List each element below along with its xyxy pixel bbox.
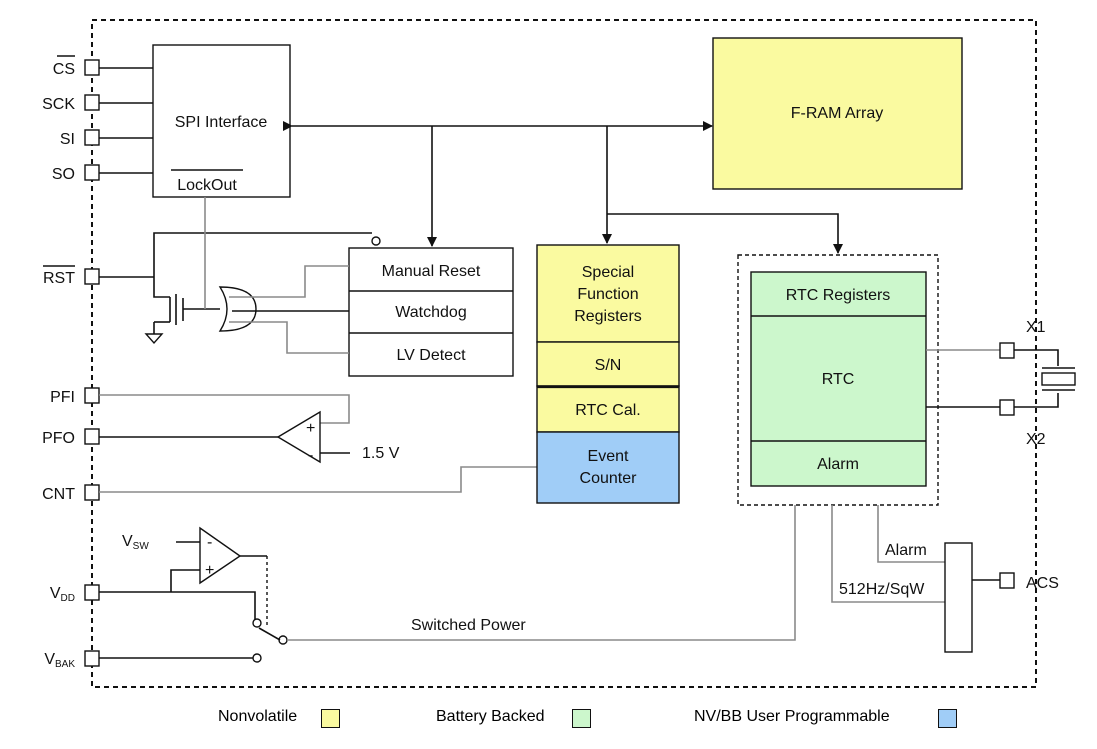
spi-interface-block: SPI Interface LockOut bbox=[152, 44, 291, 198]
manual-reset-label: Manual Reset bbox=[382, 263, 481, 280]
pin-vbak: VBAK bbox=[44, 650, 100, 670]
vsw-comparator-plus: + bbox=[205, 562, 214, 579]
event-counter-label-1: Event bbox=[588, 448, 629, 465]
pin-rst-label: RST bbox=[43, 270, 75, 287]
pin-cnt: CNT bbox=[42, 484, 100, 503]
sn-label: S/N bbox=[595, 357, 622, 374]
fram-array-label: F-RAM Array bbox=[791, 105, 883, 122]
pin-so: SO bbox=[52, 164, 100, 183]
sfr-label-1: Special bbox=[582, 264, 634, 281]
lv-detect-label: LV Detect bbox=[396, 347, 466, 364]
rtc-cal-label: RTC Cal. bbox=[575, 402, 641, 419]
sfr-label-2: Function bbox=[577, 286, 638, 303]
legend-user-programmable-label: NV/BB User Programmable bbox=[694, 708, 890, 725]
sqw-label: 512Hz/SqW bbox=[839, 581, 925, 598]
legend-nonvolatile-swatch bbox=[321, 709, 340, 728]
pin-rst: RST bbox=[43, 265, 100, 287]
pin-si-label: SI bbox=[60, 131, 75, 148]
pin-si: SI bbox=[60, 129, 100, 148]
fram-array-block: F-RAM Array bbox=[712, 37, 963, 190]
pin-so-label: SO bbox=[52, 166, 75, 183]
legend-battery-backed-swatch bbox=[572, 709, 591, 728]
reset-block: Manual Reset Watchdog LV Detect bbox=[348, 247, 514, 377]
pin-cs: CS bbox=[53, 55, 100, 78]
vref-label: 1.5 V bbox=[362, 445, 400, 462]
svg-text:VBAK: VBAK bbox=[44, 651, 75, 670]
vsw-subscript: SW bbox=[133, 541, 150, 552]
crystal-symbol bbox=[1041, 367, 1076, 391]
event-counter-label-2: Counter bbox=[580, 470, 638, 487]
pin-pfi: PFI bbox=[50, 387, 100, 406]
pin-pfo-label: PFO bbox=[42, 430, 75, 447]
pf-comparator-minus: - bbox=[308, 447, 313, 464]
watchdog-label: Watchdog bbox=[395, 304, 466, 321]
vsw-comparator bbox=[199, 526, 242, 585]
legend-battery-backed-label: Battery Backed bbox=[436, 708, 545, 725]
spi-interface-label: SPI Interface bbox=[175, 114, 268, 131]
vsw-label: V bbox=[122, 533, 133, 550]
alarm-label: Alarm bbox=[817, 456, 859, 473]
pin-vdd: VDD bbox=[50, 584, 100, 604]
legend-nonvolatile-label: Nonvolatile bbox=[218, 708, 298, 725]
rtc-block: RTC Registers RTC Alarm bbox=[750, 271, 927, 487]
pin-pfo: PFO bbox=[42, 428, 100, 447]
rtc-label: RTC bbox=[822, 371, 855, 388]
svg-text:VSW: VSW bbox=[122, 533, 149, 552]
vsw-comparator-minus: - bbox=[207, 534, 212, 551]
pin-cnt-label: CNT bbox=[42, 486, 75, 503]
pin-x1-label: X1 bbox=[1026, 319, 1046, 336]
pin-vdd-subscript: DD bbox=[61, 593, 75, 604]
pf-comparator-plus: + bbox=[306, 420, 315, 437]
pin-x2-label: X2 bbox=[1026, 431, 1046, 448]
rtc-group-outline bbox=[737, 254, 939, 506]
sfr-stack: Special Function Registers S/N RTC Cal. … bbox=[536, 244, 680, 504]
pin-vbak-subscript: BAK bbox=[55, 659, 75, 670]
pin-sck-label: SCK bbox=[42, 96, 75, 113]
legend-user-programmable-swatch bbox=[938, 709, 957, 728]
alarm-out-label: Alarm bbox=[885, 542, 927, 559]
chip-outline bbox=[91, 19, 1037, 688]
rtc-registers-label: RTC Registers bbox=[786, 287, 891, 304]
pin-acs-label: ACS bbox=[1026, 575, 1059, 592]
acs-mux bbox=[944, 542, 973, 653]
sfr-label-3: Registers bbox=[574, 308, 642, 325]
or-gate bbox=[218, 286, 257, 332]
lockout-label: LockOut bbox=[177, 177, 237, 194]
svg-text:VDD: VDD bbox=[50, 585, 75, 604]
pin-sck: SCK bbox=[42, 94, 100, 113]
pin-cs-label: CS bbox=[53, 61, 75, 78]
pin-vbak-label: V bbox=[44, 651, 55, 668]
switched-power-label: Switched Power bbox=[411, 617, 526, 634]
pf-comparator bbox=[276, 410, 321, 464]
pin-pfi-label: PFI bbox=[50, 389, 75, 406]
pin-vdd-label: V bbox=[50, 585, 61, 602]
legend: Nonvolatile Battery Backed NV/BB User Pr… bbox=[0, 705, 1097, 735]
